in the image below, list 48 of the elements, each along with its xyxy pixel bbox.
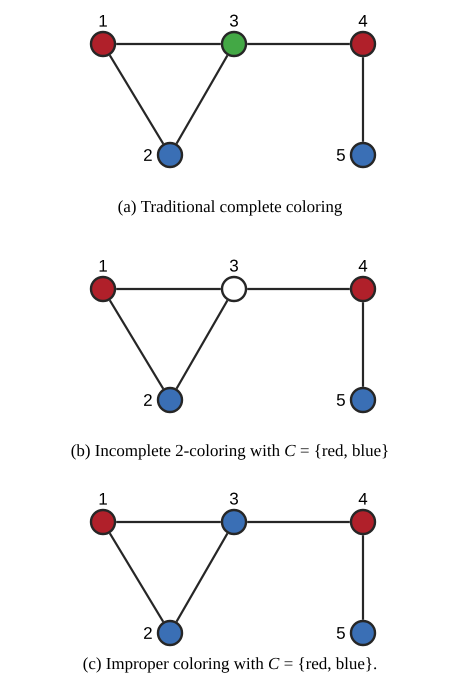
vertex-number: 2 xyxy=(144,149,152,161)
vertex-circle xyxy=(220,30,248,58)
vertex-number: 1 xyxy=(100,14,107,27)
caption: (c) Improper coloring with C = {red, blue}. xyxy=(84,657,376,673)
edge-line xyxy=(176,54,228,144)
edge-line xyxy=(247,42,350,46)
vertex-circle xyxy=(156,620,184,646)
vertex-number: 3 xyxy=(230,14,238,27)
vertex-number: 2 xyxy=(144,627,152,639)
vertex-number: 1 xyxy=(100,260,107,272)
caption: (a) Traditional complete coloring xyxy=(118,200,342,216)
vertex-circle xyxy=(90,30,116,58)
vertex-circle xyxy=(350,30,376,58)
edge-line xyxy=(362,535,364,620)
vertex-circle xyxy=(350,620,376,646)
edge-line xyxy=(116,520,221,524)
vertex-circle xyxy=(350,276,376,302)
vertex-number: 5 xyxy=(336,149,345,161)
vertex-number: 4 xyxy=(358,492,368,505)
vertex-number: 3 xyxy=(230,492,238,505)
vertex-number: 4 xyxy=(358,14,368,27)
edge-line xyxy=(362,302,364,387)
edge-line xyxy=(108,54,164,144)
edge-line xyxy=(108,300,164,390)
edge-line xyxy=(176,300,228,390)
edge-line xyxy=(362,57,364,142)
edge-line xyxy=(108,532,164,622)
vertex-number: 3 xyxy=(230,260,238,272)
vertex-number: 5 xyxy=(336,627,345,639)
edge-line xyxy=(116,288,221,290)
edge-line xyxy=(116,42,221,46)
vertex-number: 5 xyxy=(336,394,345,406)
edge-line xyxy=(247,520,350,524)
caption: (b) Incomplete 2-coloring with C = {red, blue} xyxy=(72,444,388,460)
vertex-circle xyxy=(90,276,116,302)
vertex-circle xyxy=(350,508,376,536)
edge-line xyxy=(176,532,228,622)
vertex-circle xyxy=(220,508,248,536)
vertex-circle xyxy=(220,276,248,302)
edge-line xyxy=(247,288,350,290)
vertex-circle xyxy=(156,386,184,414)
vertex-number: 4 xyxy=(358,260,368,272)
vertex-number: 1 xyxy=(100,492,107,505)
vertex-circle xyxy=(350,142,376,168)
vertex-circle xyxy=(90,508,116,536)
vertex-circle xyxy=(156,142,184,168)
vertex-circle xyxy=(350,386,376,414)
vertex-number: 2 xyxy=(144,394,152,406)
